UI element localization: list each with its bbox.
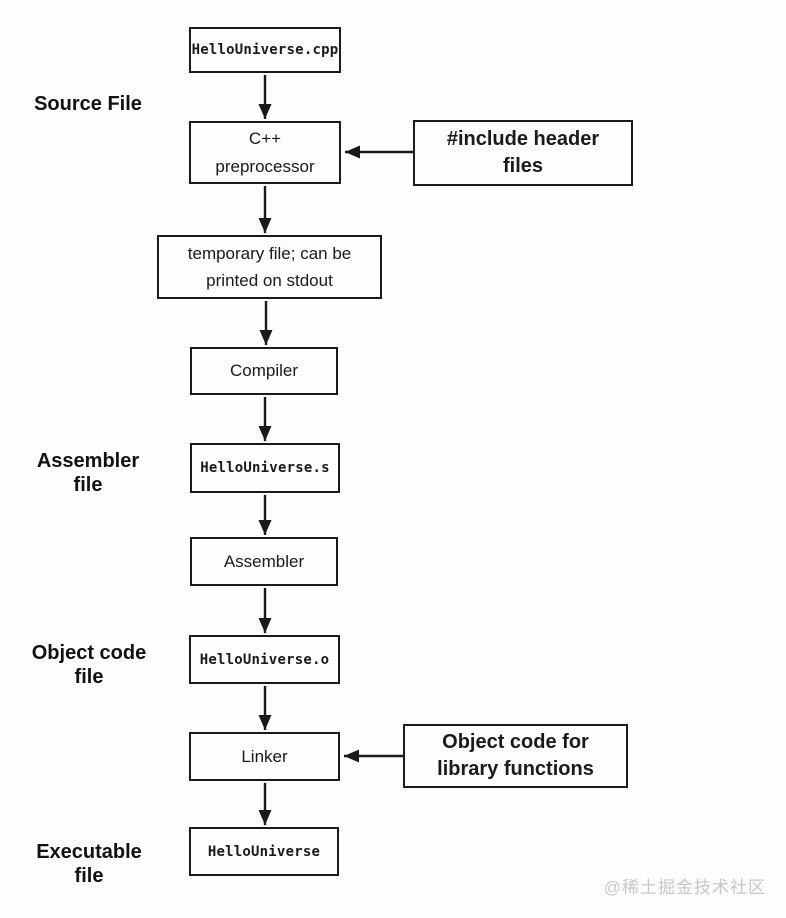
node-linker: Linker (189, 732, 340, 781)
node-hellouniverse-executable: HelloUniverse (189, 827, 339, 876)
node-hellouniverse-o: HelloUniverse.o (189, 635, 340, 684)
node-hellouniverse-s: HelloUniverse.s (190, 443, 340, 493)
node-assembler: Assembler (190, 537, 338, 586)
node-include-header-files: #include header files (413, 120, 633, 186)
label-executable-file: Executable file (36, 841, 142, 888)
node-cpp-preprocessor: C++ preprocessor (189, 121, 341, 184)
label-assembler-file: Assembler file (36, 450, 140, 497)
label-source-file: Source File (34, 93, 142, 115)
watermark-text: @稀土掘金技术社区 (603, 878, 766, 897)
node-compiler: Compiler (190, 347, 338, 395)
node-temporary-file: temporary file; can be printed on stdout (157, 235, 382, 299)
node-object-code-library: Object code for library functions (403, 724, 628, 788)
node-hellouniverse-cpp: HelloUniverse.cpp (189, 27, 341, 73)
label-object-code-file: Object code file (31, 642, 147, 689)
